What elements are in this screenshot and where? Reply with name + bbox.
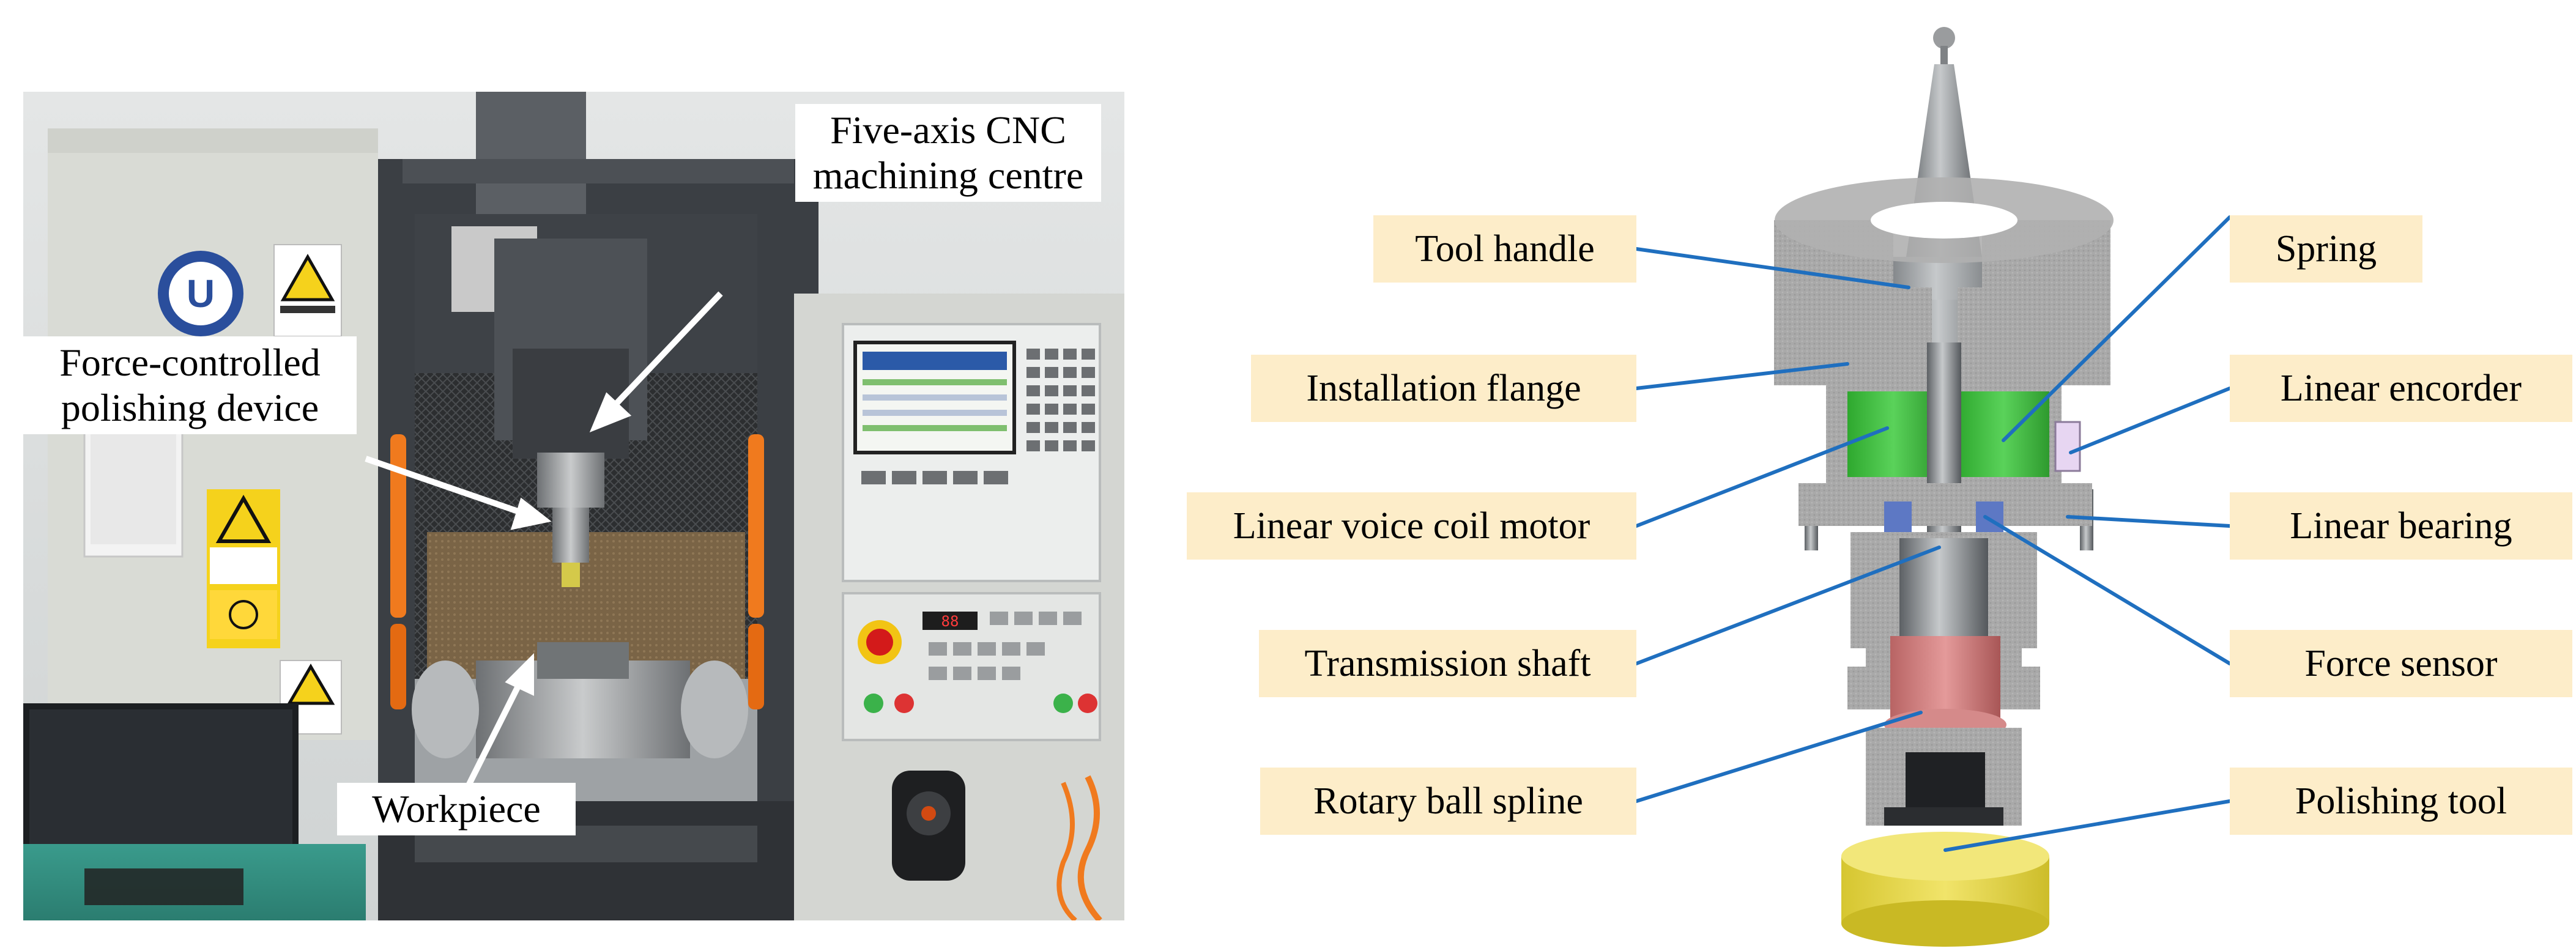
label-transmission-shaft: Transmission shaft bbox=[1259, 630, 1636, 697]
callout-workpiece-text: Workpiece bbox=[372, 787, 541, 831]
callout-device-line2: polishing device bbox=[61, 386, 319, 429]
callout-cnc-line1: Five-axis CNC bbox=[830, 108, 1066, 152]
device-diagram: Tool handle Installation flange Linear v… bbox=[1162, 0, 2576, 951]
label-rotary-ball-spline: Rotary ball spline bbox=[1260, 768, 1636, 835]
warning-sign-icon bbox=[273, 244, 342, 337]
label-polishing-tool: Polishing tool bbox=[2230, 768, 2572, 835]
device-cutaway-drawing bbox=[1635, 27, 2232, 947]
label-linear-voice-coil-motor: Linear voice coil motor bbox=[1187, 492, 1636, 560]
callout-workpiece: Workpiece bbox=[337, 783, 576, 835]
company-logo-icon: U bbox=[158, 251, 243, 336]
label-force-sensor: Force sensor bbox=[2230, 630, 2572, 697]
svg-text:88: 88 bbox=[941, 613, 959, 630]
label-linear-encorder: Linear encorder bbox=[2230, 355, 2572, 422]
label-installation-flange: Installation flange bbox=[1251, 355, 1636, 422]
svg-text:U: U bbox=[187, 272, 215, 316]
callout-device-line1: Force-controlled bbox=[59, 341, 321, 384]
label-spring: Spring bbox=[2230, 215, 2422, 283]
label-tool-handle: Tool handle bbox=[1373, 215, 1636, 283]
caution-sign-icon bbox=[207, 489, 280, 648]
machine-photo: U bbox=[23, 92, 1124, 920]
callout-polishing-device: Force-controlled polishing device bbox=[23, 336, 357, 434]
label-linear-bearing: Linear bearing bbox=[2230, 492, 2572, 560]
callout-cnc-line2: machining centre bbox=[812, 154, 1084, 197]
machine-photo-drawing: U bbox=[23, 92, 1124, 920]
callout-cnc: Five-axis CNC machining centre bbox=[795, 104, 1101, 202]
emergency-stop-icon bbox=[858, 620, 902, 664]
